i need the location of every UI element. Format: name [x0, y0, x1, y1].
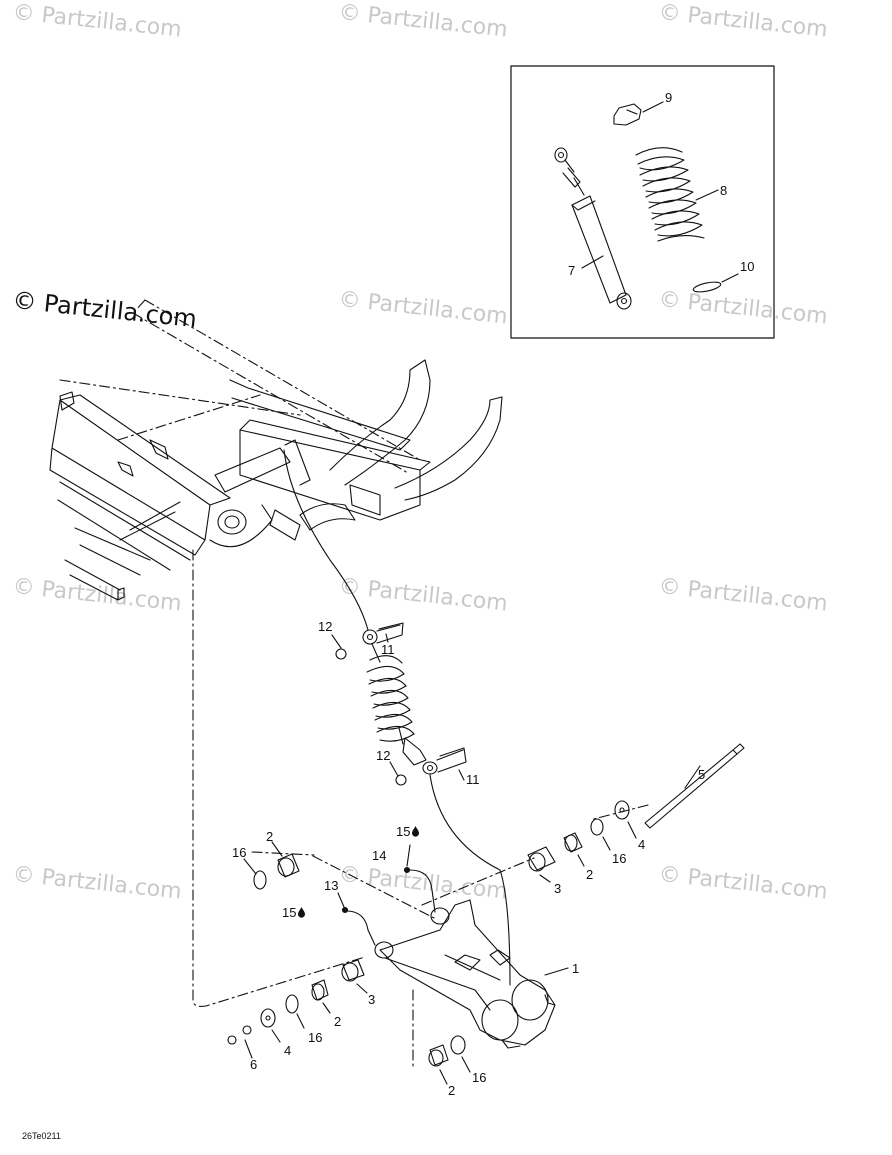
callout-3: 3 — [368, 992, 376, 1007]
callout-16: 16 — [612, 851, 627, 866]
callout-15: 15 — [282, 906, 306, 919]
callout-16: 16 — [308, 1030, 323, 1045]
callout-8: 8 — [720, 183, 728, 198]
document-id: 26Te0211 — [22, 1131, 61, 1141]
callout-1: 1 — [572, 961, 580, 976]
callout-10: 10 — [740, 259, 755, 274]
callout-15-number: 15 — [396, 824, 411, 839]
leader-lines — [243, 633, 637, 1085]
right-hardware — [527, 800, 630, 872]
callout-9: 9 — [665, 90, 673, 105]
inset-box — [510, 65, 775, 339]
shock-absorber-assembly — [283, 449, 511, 986]
callout-5: 5 — [698, 767, 706, 782]
left-hardware — [227, 853, 466, 1067]
callout-15-number: 15 — [282, 905, 297, 920]
callout-2: 2 — [448, 1083, 456, 1098]
callout-11: 11 — [381, 642, 395, 657]
callout-16: 16 — [232, 845, 247, 860]
part-7-shock — [554, 147, 632, 310]
callout-4: 4 — [284, 1043, 292, 1058]
callout-13: 13 — [324, 878, 339, 893]
frame — [49, 359, 503, 601]
oil-drop-icon — [412, 826, 420, 837]
callout-3: 3 — [554, 881, 562, 896]
callout-2: 2 — [334, 1014, 342, 1029]
part-8-spring — [635, 147, 719, 242]
part-9-clip — [613, 101, 664, 126]
part-5-pivot-shaft — [644, 743, 745, 829]
grease-fittings — [341, 866, 436, 946]
callout-6: 6 — [250, 1057, 258, 1072]
frame-outline — [59, 299, 649, 1069]
part-1-swing-arm — [374, 899, 569, 1049]
callout-2: 2 — [586, 867, 594, 882]
part-10-washer — [692, 273, 739, 293]
callout-12: 12 — [318, 619, 333, 634]
callout-14: 14 — [372, 848, 387, 863]
callout-16: 16 — [472, 1070, 487, 1085]
callout-4: 4 — [638, 837, 646, 852]
callout-7: 7 — [568, 263, 576, 278]
callout-12: 12 — [376, 748, 391, 763]
callout-2: 2 — [266, 829, 274, 844]
callout-15: 15 — [396, 825, 420, 838]
callout-11: 11 — [466, 772, 480, 787]
oil-drop-icon — [298, 907, 306, 918]
